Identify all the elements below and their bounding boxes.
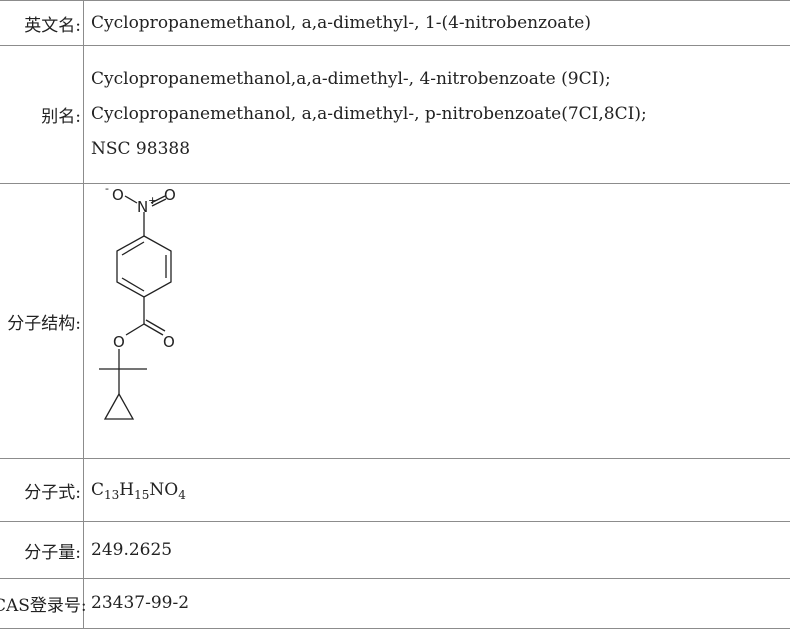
cas-value: 23437-99-2 [84, 579, 790, 629]
atom-n-plus-sign: + [148, 194, 157, 207]
alias-line: Cyclopropanemethanol, a,a-dimethyl-, p-n… [91, 97, 790, 132]
formula-label: 分子式: [0, 459, 84, 522]
atom-n: N [137, 198, 148, 216]
aliases-value: Cyclopropanemethanol,a,a-dimethyl-, 4-ni… [84, 46, 790, 184]
atom-o-right: O [164, 186, 176, 204]
formula-c-count: 13 [104, 488, 119, 502]
formula-value: C13H15NO4 [84, 459, 790, 522]
weight-label: 分子量: [0, 522, 84, 579]
formula-c: C [91, 480, 104, 500]
alias-line: NSC 98388 [91, 132, 790, 167]
cas-label: CAS登录号: [0, 579, 84, 629]
atom-o-left: O [112, 186, 124, 204]
formula-o-count: 4 [178, 488, 186, 502]
atom-o-carbonyl: O [163, 333, 175, 351]
row-weight: 分子量: 249.2625 [0, 522, 790, 579]
weight-value: 249.2625 [84, 522, 790, 579]
formula-h: H [119, 480, 134, 500]
row-formula: 分子式: C13H15NO4 [0, 459, 790, 522]
aliases-label: 别名: [0, 46, 84, 184]
formula-no: NO [149, 480, 178, 500]
row-english-name: 英文名: Cyclopropanemethanol, a,a-dimethyl-… [0, 1, 790, 46]
structure-label: 分子结构: [0, 184, 84, 459]
row-aliases: 别名: Cyclopropanemethanol,a,a-dimethyl-, … [0, 46, 790, 184]
row-cas: CAS登录号: 23437-99-2 [0, 579, 790, 629]
alias-line: Cyclopropanemethanol,a,a-dimethyl-, 4-ni… [91, 62, 790, 97]
atom-o-ester: O [113, 333, 125, 351]
english-name-value: Cyclopropanemethanol, a,a-dimethyl-, 1-(… [84, 1, 790, 46]
structure-cell: - O N + O O O [84, 184, 790, 459]
atom-o-minus-sign: - [105, 184, 109, 195]
formula-h-count: 15 [134, 488, 149, 502]
english-name-label: 英文名: [0, 1, 84, 46]
molecule-structure-image: - O N + O O O [99, 184, 209, 454]
row-structure: 分子结构: [0, 184, 790, 459]
